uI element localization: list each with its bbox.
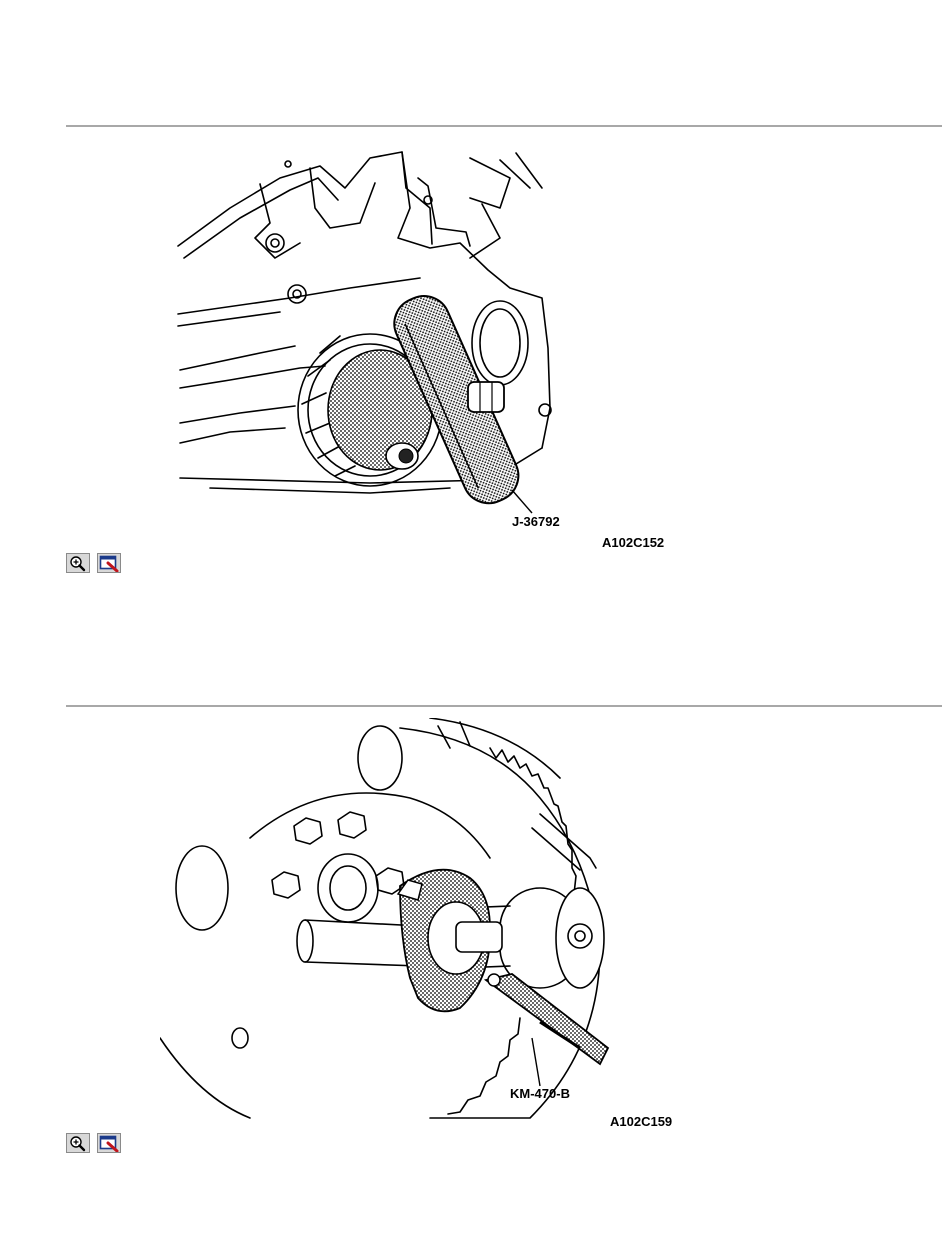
view-window-icon xyxy=(98,1134,120,1152)
figure-id: A102C152 xyxy=(602,535,664,550)
section-divider xyxy=(66,125,942,127)
figure-illustration: KM-470-B A102C159 xyxy=(160,718,700,1132)
figure-illustration: J-36792 A102C152 xyxy=(170,148,690,550)
view-window-button[interactable] xyxy=(97,553,121,573)
zoom-button[interactable] xyxy=(66,1133,90,1153)
view-window-button[interactable] xyxy=(97,1133,121,1153)
zoom-in-icon xyxy=(67,1134,89,1152)
view-window-icon xyxy=(98,554,120,572)
figure-id: A102C159 xyxy=(610,1114,672,1129)
engine-block-illustration xyxy=(170,148,690,550)
flywheel-illustration xyxy=(160,718,700,1132)
zoom-button[interactable] xyxy=(66,553,90,573)
zoom-in-icon xyxy=(67,554,89,572)
tool-label: KM-470-B xyxy=(510,1086,570,1101)
tool-label: J-36792 xyxy=(512,514,560,529)
section-divider xyxy=(66,705,942,707)
